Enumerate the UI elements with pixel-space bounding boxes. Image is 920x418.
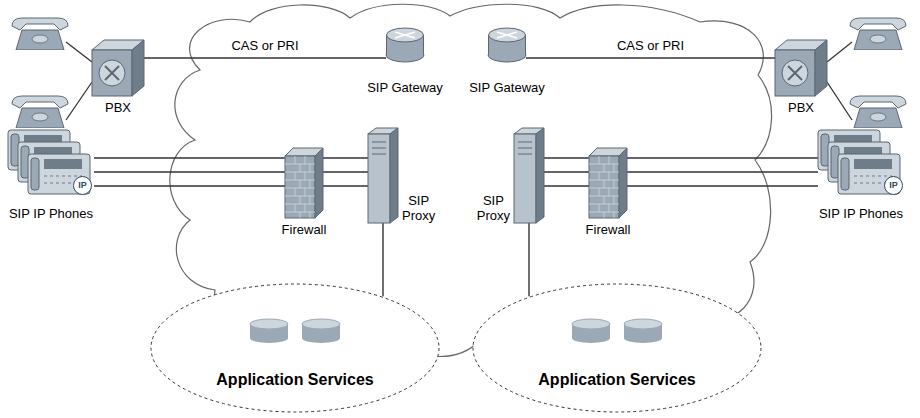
device-label: SIP Proxy xyxy=(477,193,510,223)
database-base xyxy=(624,333,662,343)
server-slots xyxy=(372,142,386,154)
ip-phone-screen xyxy=(854,159,892,169)
device-label: Firewall xyxy=(282,222,327,237)
device-label: SIP IP Phones xyxy=(819,206,903,221)
services-ellipse: Application Services xyxy=(150,283,440,413)
firewall-front xyxy=(285,156,315,218)
ip-phone-handset xyxy=(31,158,39,190)
server-front xyxy=(368,134,390,223)
router-top xyxy=(489,28,526,42)
analog-phone xyxy=(12,18,68,50)
router-icon xyxy=(488,28,526,62)
firewall-front xyxy=(589,156,619,218)
phone-wire xyxy=(66,42,92,62)
server-side xyxy=(390,128,398,223)
database-top xyxy=(572,319,610,329)
pbx-front xyxy=(775,50,815,96)
server-slots xyxy=(518,142,532,154)
pbx-arrows xyxy=(105,66,119,80)
device-label: SIP IP Phones xyxy=(9,206,93,221)
database-base xyxy=(250,333,288,343)
firewall-node: Firewall xyxy=(285,148,323,218)
link-label: CAS or PRI xyxy=(229,38,300,53)
firewall-icon xyxy=(285,148,323,218)
router-top xyxy=(387,28,424,42)
pbx-node: PBX xyxy=(775,40,827,96)
network-link xyxy=(323,158,368,186)
pbx-icon xyxy=(775,40,827,96)
router-icon xyxy=(386,28,424,62)
appellipse-icon xyxy=(472,283,762,413)
device-label: Firewall xyxy=(586,222,631,237)
gateway-node: SIP Gateway xyxy=(488,28,526,62)
firewall-icon xyxy=(589,148,627,218)
device-label: PBX xyxy=(105,100,131,115)
device-label: Application Services xyxy=(538,371,695,389)
device-label: SIP Proxy xyxy=(402,193,435,223)
firewall-side xyxy=(315,148,323,218)
firewall-side xyxy=(619,148,627,218)
device-label: SIP Gateway xyxy=(367,80,443,95)
network-link xyxy=(627,158,818,186)
pbx-icon xyxy=(92,40,144,96)
database-base xyxy=(302,333,340,343)
pbx-symbol xyxy=(782,60,808,86)
pbx-front xyxy=(92,50,132,96)
pbx-side xyxy=(815,40,827,96)
database-top xyxy=(624,319,662,329)
analog-phone xyxy=(850,96,906,128)
router-arrows xyxy=(497,32,517,38)
router-arrows xyxy=(395,32,415,38)
firewall-node: Firewall xyxy=(589,148,627,218)
server-side xyxy=(536,128,544,223)
server-front xyxy=(514,134,536,223)
link-label: CAS or PRI xyxy=(615,38,686,53)
firewall-bricks xyxy=(589,156,619,218)
database-top xyxy=(302,319,340,329)
phone-wire xyxy=(827,42,852,62)
network-link xyxy=(94,158,285,186)
services-outline xyxy=(473,284,761,412)
pbx-side xyxy=(132,40,144,96)
pbx-arrows xyxy=(788,66,802,80)
network-link xyxy=(528,223,529,296)
server-icon xyxy=(368,128,398,223)
database-top xyxy=(250,319,288,329)
ip-badge: IP xyxy=(884,176,903,195)
ip-badge: IP xyxy=(73,176,92,195)
proxy-node: SIP Proxy xyxy=(514,128,544,223)
firewall-bricks xyxy=(285,156,315,218)
ip-phone-handset xyxy=(841,158,849,190)
analog-phone xyxy=(12,96,68,128)
phone-wire xyxy=(66,82,92,120)
phone-wire xyxy=(827,82,852,120)
network-link xyxy=(144,57,386,58)
server-icon xyxy=(514,128,544,223)
proxy-node: SIP Proxy xyxy=(368,128,398,223)
services-outline xyxy=(151,284,439,412)
network-link xyxy=(382,223,383,296)
analog-phone xyxy=(850,18,906,50)
network-link xyxy=(544,158,589,186)
device-label: Application Services xyxy=(216,371,373,389)
services-ellipse: Application Services xyxy=(472,283,762,413)
device-label: PBX xyxy=(788,100,814,115)
gateway-node: SIP Gateway xyxy=(386,28,424,62)
pbx-node: PBX xyxy=(92,40,144,96)
network-link xyxy=(526,57,775,58)
appellipse-icon xyxy=(150,283,440,413)
database-base xyxy=(572,333,610,343)
device-label: SIP Gateway xyxy=(469,80,545,95)
ip-phone-screen xyxy=(44,159,82,169)
pbx-symbol xyxy=(99,60,125,86)
